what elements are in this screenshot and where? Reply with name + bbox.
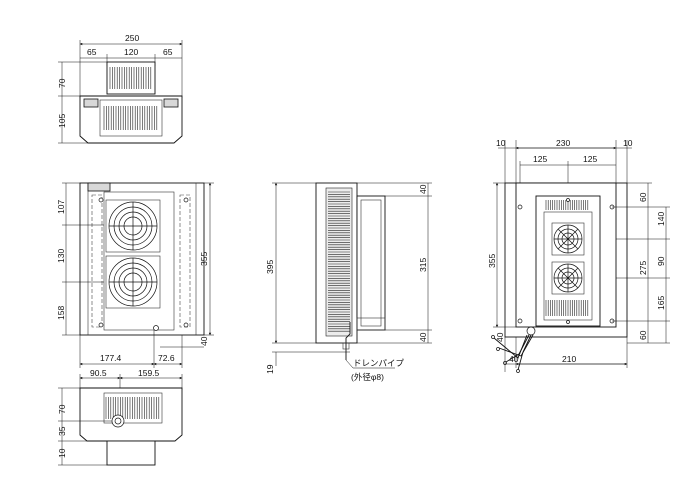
dim-bottom-10: 10 bbox=[57, 448, 67, 458]
dim-mount-60-top: 60 bbox=[638, 192, 648, 202]
dim-top-h70: 70 bbox=[57, 78, 67, 88]
dim-bottom-70: 70 bbox=[57, 404, 67, 414]
dim-side-19: 19 bbox=[265, 364, 275, 374]
dim-mount-275: 275 bbox=[638, 261, 648, 275]
dim-mount-125-left: 125 bbox=[533, 154, 547, 164]
drain-pipe-label: ドレンパイプ bbox=[353, 358, 405, 368]
dim-front-158: 158 bbox=[56, 306, 66, 320]
bottom-view: 90.5 159.5 70 35 10 bbox=[57, 368, 183, 466]
front-fan-top bbox=[105, 199, 161, 253]
dim-top-left: 65 bbox=[87, 47, 97, 57]
dim-front-107: 107 bbox=[56, 200, 66, 214]
dim-mount-10-right: 10 bbox=[623, 138, 633, 148]
dim-side-bot40: 40 bbox=[418, 332, 428, 342]
dim-mount-90: 90 bbox=[656, 256, 666, 266]
dim-mount-210: 210 bbox=[562, 354, 576, 364]
bottom-heatsink-box bbox=[106, 440, 156, 466]
dim-side-315: 315 bbox=[418, 258, 428, 272]
dim-bottom-159: 159.5 bbox=[138, 368, 160, 378]
mount-view: 10 230 10 125 125 bbox=[487, 138, 670, 373]
dim-front-72: 72.6 bbox=[158, 353, 175, 363]
dim-side-top40: 40 bbox=[418, 184, 428, 194]
dim-front-130: 130 bbox=[56, 249, 66, 263]
dim-side-395: 395 bbox=[265, 260, 275, 274]
top-view: 250 65 120 65 70 105 bbox=[57, 33, 183, 144]
dim-bottom-90: 90.5 bbox=[90, 368, 107, 378]
dim-top-h105: 105 bbox=[57, 114, 67, 128]
dim-top-right: 65 bbox=[163, 47, 173, 57]
front-fan-bottom bbox=[105, 255, 161, 309]
bottom-body bbox=[79, 387, 183, 442]
top-heatsink-box bbox=[106, 61, 156, 95]
dim-front-355: 355 bbox=[199, 252, 209, 266]
side-view: ドレンパイプ (外径φ8) 395 19 40 315 40 bbox=[265, 182, 432, 382]
front-body bbox=[79, 182, 205, 336]
mount-fan-bottom bbox=[551, 261, 585, 295]
dim-front-40: 40 bbox=[199, 336, 209, 346]
drain-pipe-spec: (外径φ8) bbox=[351, 372, 384, 382]
dim-mount-165: 165 bbox=[656, 296, 666, 310]
dim-mount-60-bot: 60 bbox=[638, 330, 648, 340]
dim-mount-355: 355 bbox=[487, 254, 497, 268]
dim-mount-140: 140 bbox=[656, 212, 666, 226]
side-panel bbox=[356, 195, 386, 331]
dim-mount-10-left: 10 bbox=[496, 138, 506, 148]
dim-mount-230: 230 bbox=[556, 138, 570, 148]
dim-mount-40-bottom: 40 bbox=[509, 354, 519, 364]
dim-mount-40-bottom-left: 40 bbox=[495, 332, 505, 342]
dim-mount-125-right: 125 bbox=[583, 154, 597, 164]
front-view: 107 130 158 355 40 177.4 72.6 bbox=[56, 182, 214, 368]
dim-top-center: 120 bbox=[124, 47, 138, 57]
mount-fan-top bbox=[551, 222, 585, 256]
dim-front-177: 177.4 bbox=[100, 353, 122, 363]
dim-top-width: 250 bbox=[125, 33, 139, 43]
dim-bottom-35: 35 bbox=[57, 426, 67, 436]
